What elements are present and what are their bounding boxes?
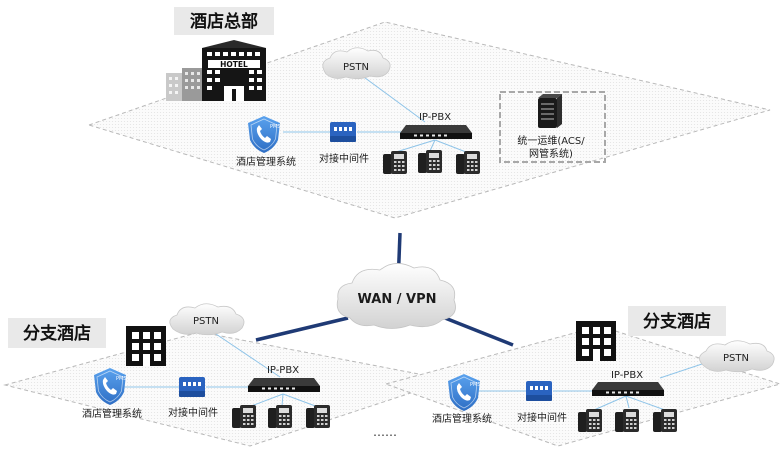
branch-right-ip-phone-icon xyxy=(615,409,639,432)
branch-left-ip-phone-icon xyxy=(232,405,256,428)
branch-left-ip-phone-icon xyxy=(306,405,330,428)
branch-right-pms-shield-icon: PMS xyxy=(447,373,481,412)
branch-right-ippbx-label: IP-PBX xyxy=(611,370,643,381)
branch-right-pms-badge: PMS xyxy=(470,382,481,388)
hq-ip-phone-icon xyxy=(456,151,480,174)
branch-left-pstn-cloud-icon: PSTN xyxy=(169,303,245,336)
branch-right-ip-phone-icon xyxy=(578,409,602,432)
server-icon xyxy=(538,94,562,128)
hq-title-box: 酒店总部 xyxy=(174,7,274,35)
branch-left-building-icon xyxy=(126,326,166,366)
hq-pms-shield-icon: PMS xyxy=(247,115,281,154)
branch-right-plane xyxy=(384,325,780,447)
hq-title: 酒店总部 xyxy=(190,11,258,32)
hq-links xyxy=(283,71,467,153)
branch-right-title: 分支酒店 xyxy=(643,311,711,332)
branch-right-building-icon xyxy=(576,321,616,361)
hq-ip-pbx-icon xyxy=(400,125,472,139)
hotel-building-icon: HOTEL xyxy=(166,40,266,101)
hotel-sign: HOTEL xyxy=(220,60,248,69)
branch-left-ippbx-label: IP-PBX xyxy=(267,365,299,376)
branch-left-pstn-label: PSTN xyxy=(193,316,219,327)
hq-pstn-label: PSTN xyxy=(343,62,369,73)
branch-right-middleware-icon xyxy=(526,381,552,401)
branch-left-pms-badge: PMS xyxy=(116,376,127,382)
hq-middleware-label: 对接中间件 xyxy=(319,152,369,165)
branch-left-ip-phone-icon xyxy=(268,405,292,428)
branch-left-middleware-icon xyxy=(179,377,205,397)
more-branches-ellipsis: …… xyxy=(373,425,397,439)
branch-right-middleware-label: 对接中间件 xyxy=(517,411,567,424)
branch-left-pms-label: 酒店管理系统 xyxy=(82,407,142,420)
branch-left-pms-shield-icon: PMS xyxy=(93,367,127,406)
wan-label: WAN / VPN xyxy=(358,292,437,307)
branch-left-title: 分支酒店 xyxy=(23,323,91,344)
branch-right-links xyxy=(476,363,703,411)
ops-box xyxy=(499,91,606,163)
hq-pms-badge: PMS xyxy=(270,124,281,130)
hq-ippbx-label: IP-PBX xyxy=(419,112,451,123)
ops-label-line2: 网管系统) xyxy=(529,147,573,160)
hq-pstn-cloud-icon: PSTN xyxy=(322,47,391,80)
branch-right-pstn-cloud-icon: PSTN xyxy=(699,340,775,373)
hq-ip-phone-icon xyxy=(418,150,442,173)
branch-right-ip-phone-icon xyxy=(653,409,677,432)
branch-right-ip-pbx-icon xyxy=(592,382,664,396)
branch-left-ip-pbx-icon xyxy=(248,378,320,392)
branch-right-pms-label: 酒店管理系统 xyxy=(432,412,492,425)
wan-cloud-icon: WAN / VPN xyxy=(336,263,456,329)
ops-label-line1: 统一运维(ACS/ xyxy=(517,134,585,147)
hq-pms-label: 酒店管理系统 xyxy=(236,155,296,168)
hq-ip-phone-icon xyxy=(383,151,407,174)
branch-right-title-box: 分支酒店 xyxy=(628,306,726,336)
branch-left-title-box: 分支酒店 xyxy=(8,318,106,348)
hq-middleware-icon xyxy=(330,122,356,142)
branch-left-middleware-label: 对接中间件 xyxy=(168,406,218,419)
branch-right-pstn-label: PSTN xyxy=(723,353,749,364)
